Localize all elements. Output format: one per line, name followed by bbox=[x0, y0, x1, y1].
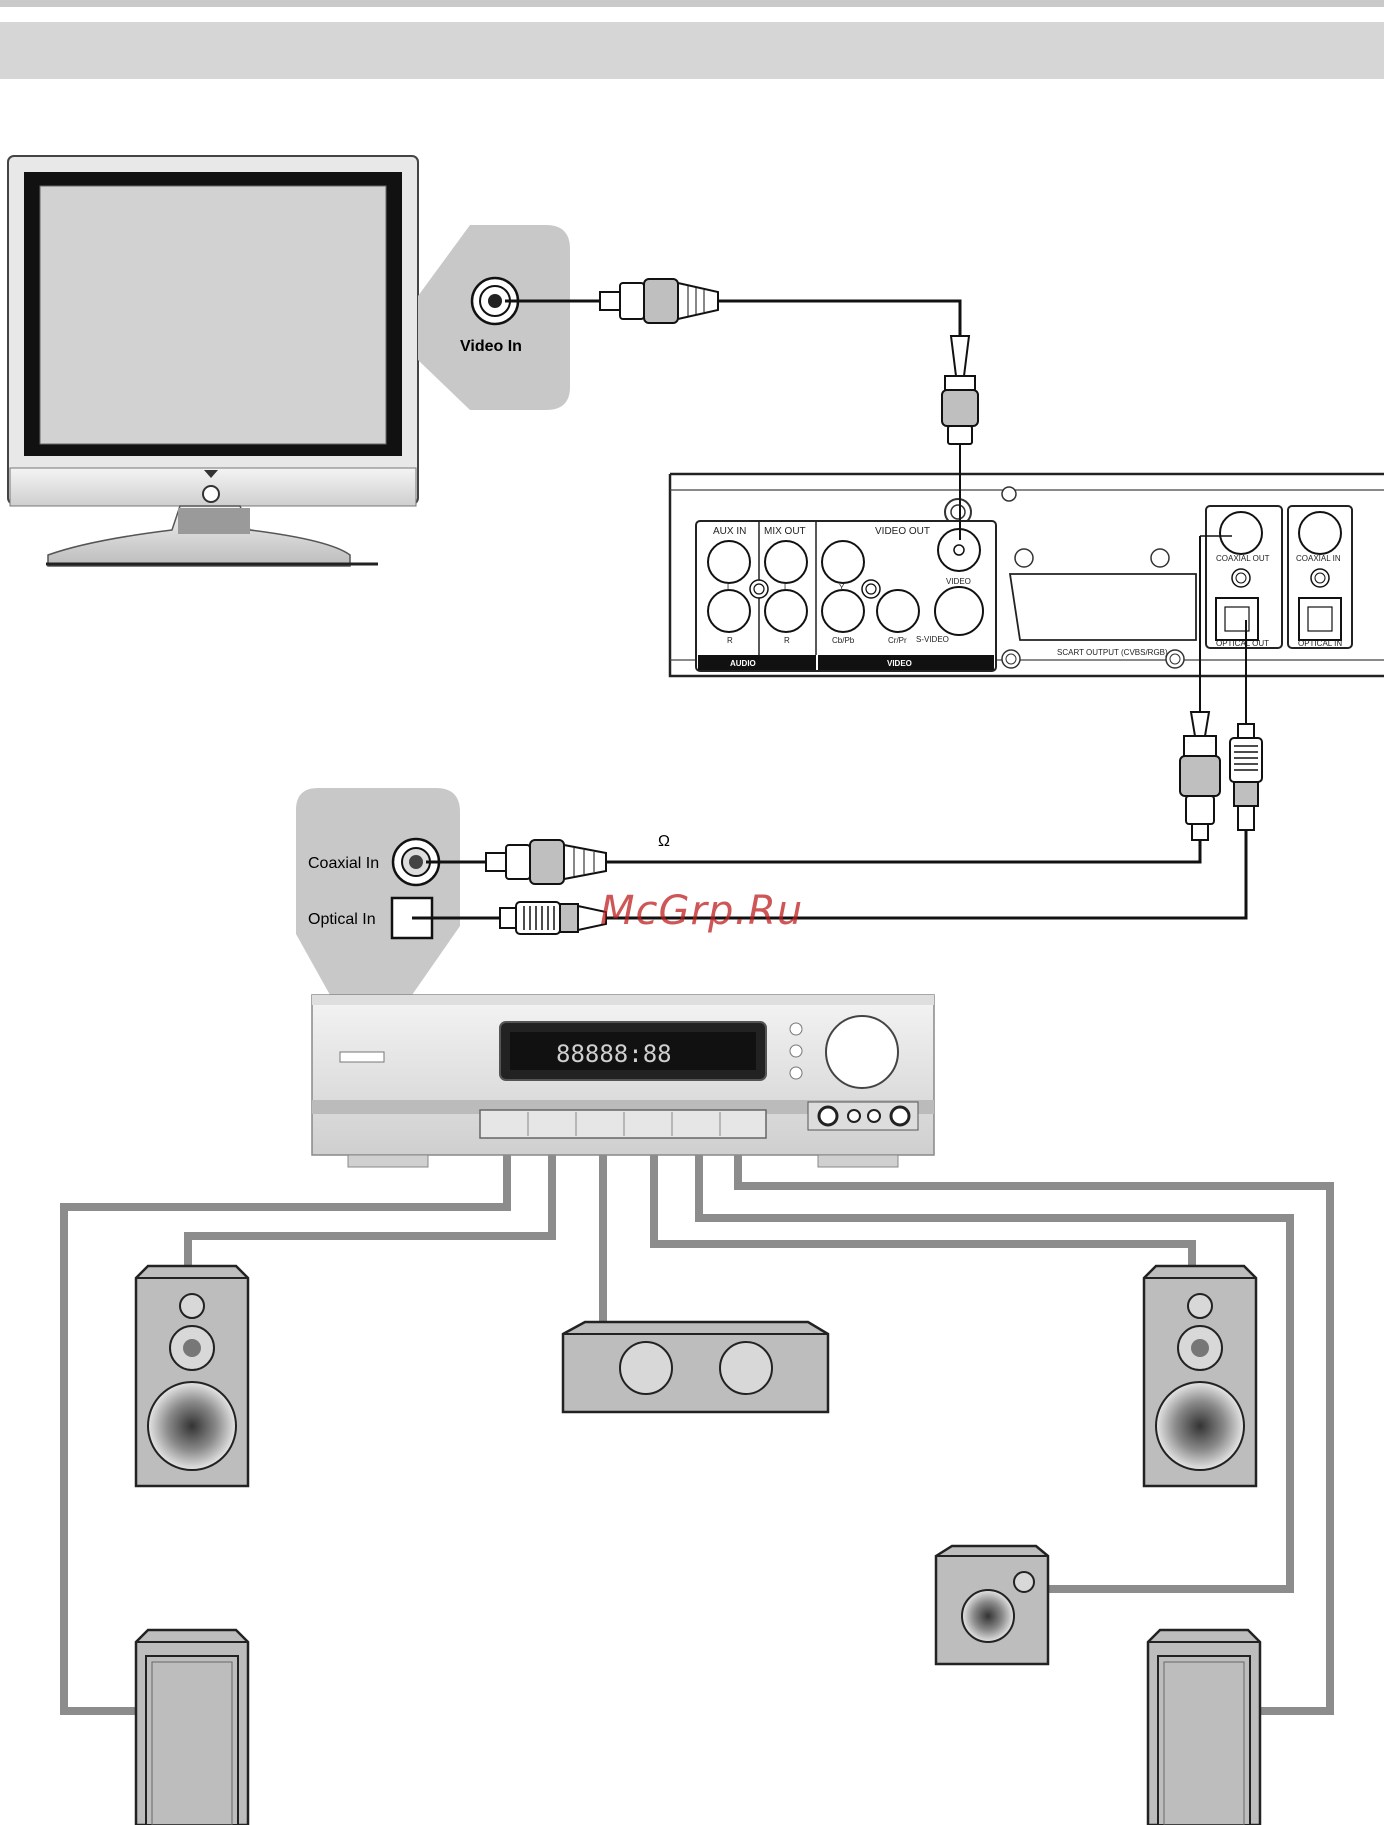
subwoofer bbox=[934, 1544, 1050, 1666]
mix-out-jacks: L R bbox=[749, 540, 808, 645]
svg-text:COAXIAL OUT: COAXIAL OUT bbox=[1216, 554, 1270, 563]
optical-cable bbox=[412, 620, 1263, 935]
svg-text:Y: Y bbox=[839, 583, 845, 592]
svg-text:R: R bbox=[784, 636, 790, 645]
surround-right-speaker bbox=[1146, 1628, 1262, 1825]
svg-text:VIDEO: VIDEO bbox=[946, 577, 971, 586]
scart-output: SCART OUTPUT (CVBS/RGB) bbox=[1001, 548, 1197, 669]
receiver-display-text: 88888:88 bbox=[556, 1040, 672, 1068]
audio-group-label: AUDIO bbox=[730, 659, 756, 668]
digital-in-block: COAXIAL IN OPTICAL IN bbox=[1287, 505, 1353, 649]
volume-knob bbox=[825, 1015, 899, 1089]
s-video-jack bbox=[934, 586, 984, 636]
digital-out-block: COAXIAL OUT OPTICAL OUT bbox=[1205, 505, 1283, 649]
video-out-jacks: VIDEO S-VIDEO bbox=[916, 528, 984, 644]
svg-text:R: R bbox=[727, 636, 733, 645]
video-cable bbox=[505, 278, 979, 540]
tv-video-in-label: Video In bbox=[460, 338, 522, 355]
top-rule bbox=[0, 0, 1384, 7]
surround-left-speaker bbox=[134, 1628, 250, 1825]
svg-text:OPTICAL OUT: OPTICAL OUT bbox=[1216, 639, 1269, 648]
svg-text:COAXIAL IN: COAXIAL IN bbox=[1296, 554, 1341, 563]
center-speaker bbox=[561, 1320, 830, 1414]
aux-in-jacks: L R bbox=[707, 540, 751, 645]
av-receiver: 88888:88 bbox=[311, 994, 935, 1168]
speaker-cables bbox=[60, 1155, 1334, 1715]
coaxial-out-jack bbox=[1219, 511, 1263, 555]
mix-out-label: MIX OUT bbox=[764, 526, 806, 537]
coaxial-cable: Ω bbox=[426, 535, 1232, 885]
receiver-input-callout: Coaxial In Optical In bbox=[296, 788, 460, 995]
tv-stand bbox=[47, 505, 351, 567]
header-band bbox=[0, 22, 1384, 79]
tv-power-button bbox=[202, 485, 220, 503]
dvd-rear-panel: AUX IN MIX OUT VIDEO OUT L R L R Y Cb/Pb… bbox=[668, 472, 1384, 678]
coaxial-in-label: Coaxial In bbox=[308, 855, 379, 872]
svg-text:S-VIDEO: S-VIDEO bbox=[916, 635, 949, 644]
video-group-label: VIDEO bbox=[887, 659, 912, 668]
optical-in-label: Optical In bbox=[308, 911, 376, 928]
tv bbox=[7, 155, 419, 567]
component-jacks: Y Cb/Pb Cr/Pr bbox=[821, 540, 920, 645]
svg-text:SCART OUTPUT (CVBS/RGB): SCART OUTPUT (CVBS/RGB) bbox=[1057, 648, 1168, 657]
svg-text:Cr/Pr: Cr/Pr bbox=[888, 636, 907, 645]
svg-text:L: L bbox=[727, 583, 732, 592]
svg-text:Cb/Pb: Cb/Pb bbox=[832, 636, 855, 645]
front-right-speaker bbox=[1142, 1264, 1258, 1488]
svg-text:OPTICAL IN: OPTICAL IN bbox=[1298, 639, 1342, 648]
omega-mark: Ω bbox=[658, 833, 670, 850]
tv-input-callout: Video In bbox=[418, 225, 570, 410]
front-left-speaker bbox=[134, 1264, 250, 1488]
aux-in-label: AUX IN bbox=[713, 526, 746, 537]
video-out-label: VIDEO OUT bbox=[875, 526, 930, 537]
watermark: McGrp.Ru bbox=[600, 888, 804, 934]
tv-screen bbox=[39, 185, 387, 445]
svg-text:L: L bbox=[784, 583, 789, 592]
